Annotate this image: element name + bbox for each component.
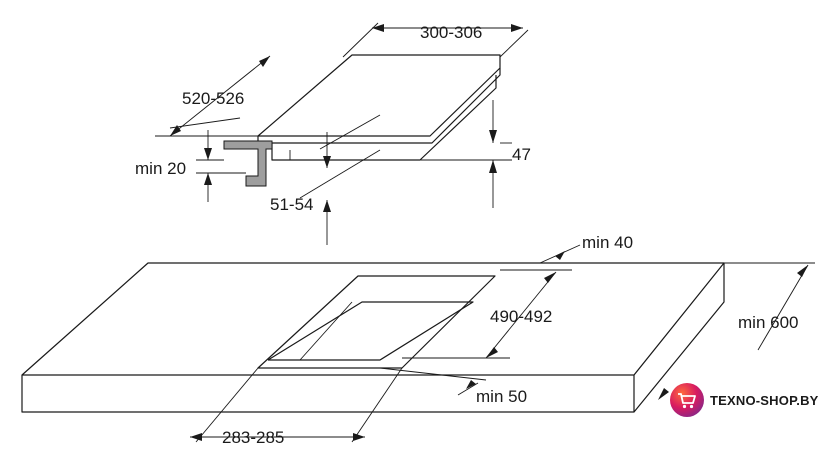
worktop-side-face	[633, 263, 725, 413]
label-min-front-clearance: min 20	[135, 159, 186, 178]
hob-unit	[257, 54, 501, 161]
bracket-profile	[223, 140, 273, 187]
arrow-up-right	[259, 56, 270, 67]
shopping-cart-icon	[670, 383, 704, 417]
hob-body	[271, 75, 497, 161]
mounting-bracket	[223, 140, 273, 187]
dim-cutout-depth	[402, 271, 557, 359]
label-cutout-offset: 51-54	[270, 195, 313, 214]
label-min-back-wall: min 40	[582, 233, 633, 252]
cutout-inner	[267, 301, 474, 361]
dim-min-worktop-depth	[658, 262, 815, 400]
label-hob-width: 300-306	[420, 23, 482, 42]
hob-glass-top	[257, 54, 501, 137]
worktop-cutout	[257, 275, 496, 369]
dim-hob-height	[420, 100, 512, 208]
label-cutout-depth: 490-492	[490, 307, 552, 326]
label-hob-height: 47	[512, 145, 531, 164]
dim-min-back-wall	[500, 244, 581, 271]
worktop	[21, 262, 725, 413]
label-min-front-edge: min 50	[476, 387, 527, 406]
worktop-surface	[21, 262, 725, 376]
watermark-badge: TEXNO-SHOP.BY	[670, 381, 836, 419]
arrow-right	[511, 24, 523, 32]
arrow-left	[372, 24, 384, 32]
label-cutout-width: 283-285	[222, 428, 284, 447]
dim-cutout-width	[190, 367, 403, 443]
hob-guide-line	[319, 114, 381, 150]
label-hob-depth: 520-526	[182, 89, 244, 108]
dim-hob-width	[342, 22, 529, 58]
dim-min-front-clearance	[196, 130, 246, 202]
label-min-worktop-depth: min 600	[738, 313, 798, 332]
dim-min-front-edge	[379, 367, 487, 396]
dim-hob-depth	[155, 55, 271, 137]
worktop-front-face	[21, 375, 635, 413]
dim-cutout-offset	[299, 132, 381, 245]
arrow-down-left	[170, 125, 181, 136]
watermark-text: TEXNO-SHOP.BY	[710, 392, 819, 408]
